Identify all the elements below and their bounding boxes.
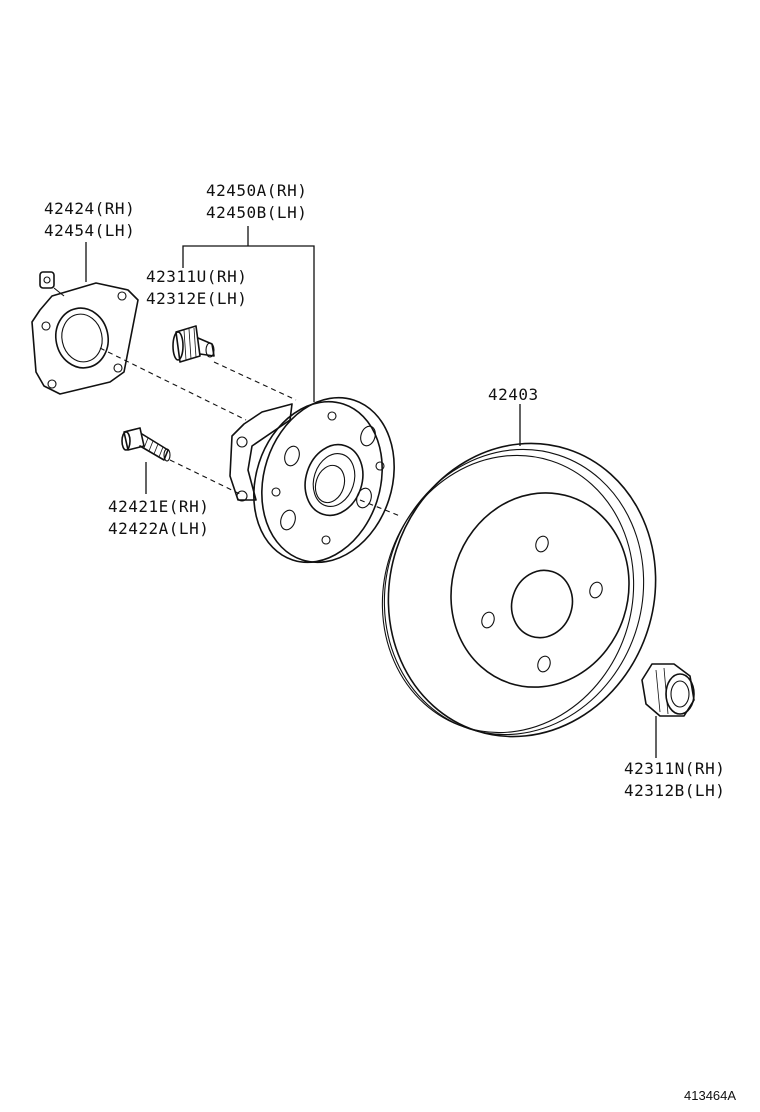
backing-plate-callout-rh: 42424(RH) (44, 199, 135, 218)
hub-bearing-callout-lh: 42450B(LH) (206, 203, 307, 222)
mount-bolt-callout-lh: 42422A(LH) (108, 519, 209, 538)
assembly-lines (99, 347, 401, 517)
brake-drum-callout: 42403 (488, 385, 539, 404)
hub-bolt-part[interactable] (172, 325, 215, 363)
hub-bolt-callout-lh: 42312E(LH) (146, 289, 247, 308)
mount-bolt-part[interactable] (121, 427, 171, 462)
hub-bearing-part[interactable] (229, 380, 415, 579)
backing-plate-callout-lh: 42454(LH) (44, 221, 135, 240)
hub-bearing-callout-rh: 42450A(RH) (206, 181, 307, 200)
hub-bolt-callout-rh: 42311U(RH) (146, 267, 247, 286)
mount-bolt-callout-rh: 42421E(RH) (108, 497, 209, 516)
illustration-number: 413464A (684, 1088, 736, 1103)
leader-lines (85, 226, 657, 758)
backing-plate-part[interactable] (31, 271, 139, 395)
nut-callout-rh: 42311N(RH) (624, 759, 725, 778)
brake-drum-part[interactable] (347, 408, 693, 771)
hub-nut-part[interactable] (641, 663, 695, 717)
nut-callout-lh: 42312B(LH) (624, 781, 725, 800)
